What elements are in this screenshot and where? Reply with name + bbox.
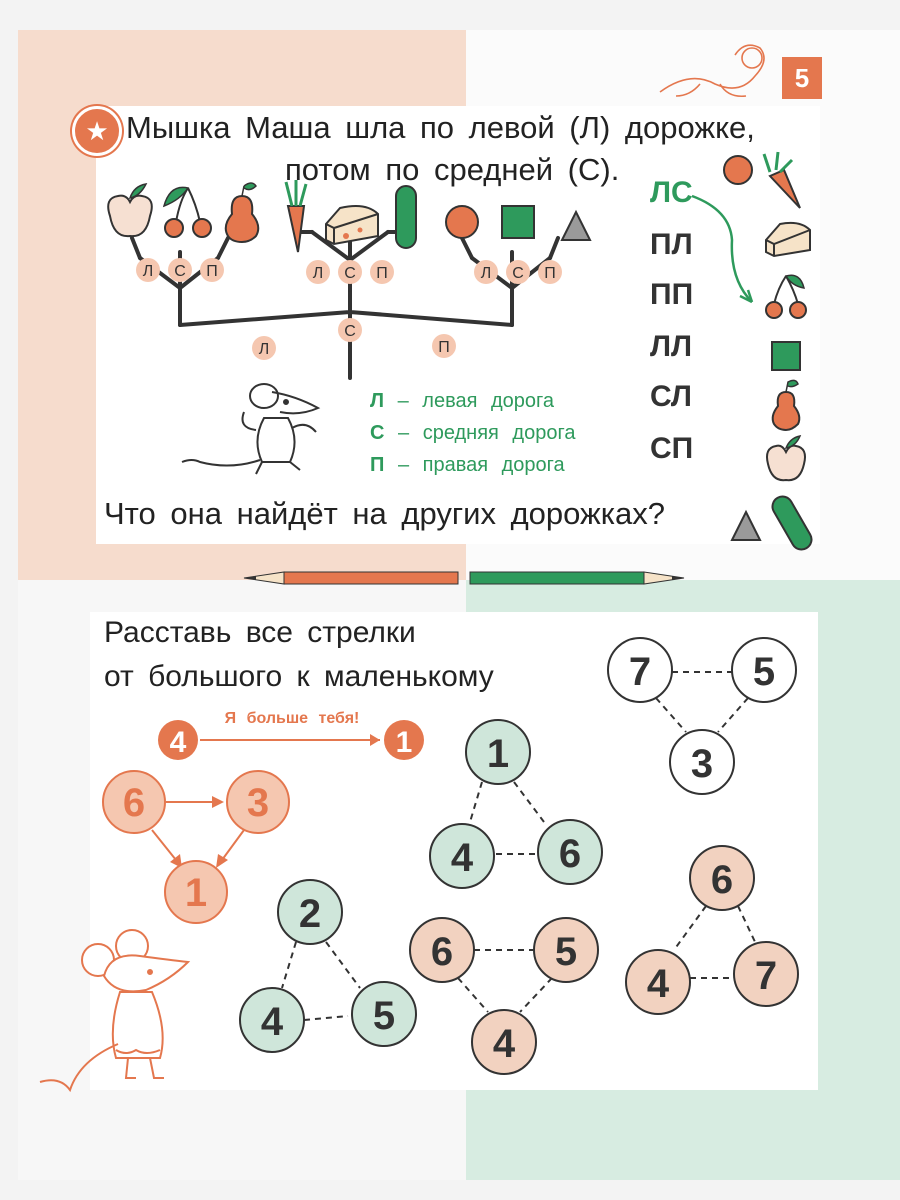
branch-label-p-main: П: [438, 339, 450, 356]
answer-cherry-icon: [765, 274, 807, 319]
answer-cheese-icon: [765, 221, 811, 258]
puzzle-peach-triangle-middle: 6 5 4: [409, 917, 599, 1075]
apple-icon: [107, 183, 153, 238]
branch-label-p-1: П: [206, 263, 218, 280]
svg-text:6: 6: [431, 930, 453, 974]
puzzle-green-triangle-left: 2 4 5: [239, 879, 417, 1053]
branch-label-c-2: С: [344, 265, 356, 282]
task1-question-line2: потом по средней (С).: [285, 152, 620, 187]
answer-triangle-icon: [730, 509, 762, 541]
svg-text:1: 1: [487, 732, 509, 776]
code-pl: ПЛ: [650, 228, 693, 261]
branch-label-l-main: Л: [259, 341, 270, 358]
branch-label-l-3: Л: [481, 265, 492, 282]
cherry-icon: [162, 186, 212, 238]
legend-right: П – правая дорога: [370, 454, 565, 476]
branch-label-l-1: Л: [143, 263, 154, 280]
branch-labels-group: Л С П Л С П Л С П Л С П: [136, 258, 562, 360]
svg-text:4: 4: [493, 1022, 516, 1066]
code-ls: ЛС: [650, 176, 693, 209]
answer-cucumber-icon: [771, 495, 813, 551]
cheese-icon: [325, 205, 379, 246]
pear-icon: [224, 182, 260, 244]
svg-text:6: 6: [123, 781, 145, 825]
answer-circle-icon: [723, 155, 753, 185]
mouse-standing-illustration: [39, 929, 191, 1093]
code-sp: СП: [650, 432, 694, 465]
branch-label-c-main: С: [344, 323, 356, 340]
code-pp: ПП: [650, 278, 694, 311]
branch-label-p-3: П: [544, 265, 556, 282]
code-ll: ЛЛ: [650, 330, 693, 363]
branch-label-c-3: С: [512, 265, 524, 282]
branch-label-l-2: Л: [313, 265, 324, 282]
example-pair: 4 Я больше тебя! 1: [158, 710, 424, 760]
svg-text:2: 2: [299, 892, 321, 936]
carrot-icon: [284, 180, 308, 253]
svg-text:3: 3: [691, 742, 713, 786]
answer-carrot-icon: [762, 151, 801, 209]
mouse-illustration: [181, 383, 321, 475]
pencils-divider: [243, 571, 685, 585]
svg-text:4: 4: [170, 726, 187, 759]
task1-question-bottom: Что она найдёт на других дорожках?: [104, 496, 666, 531]
example-caption: Я больше тебя!: [225, 710, 360, 727]
answer-apple-icon: [766, 434, 806, 482]
star-icon: ★: [72, 106, 122, 156]
svg-text:4: 4: [647, 962, 670, 1006]
task2-instruction-line1: Расставь все стрелки: [104, 616, 416, 649]
triangle-icon: [560, 209, 592, 241]
puzzle-green-triangle-top: 1 4 6: [429, 719, 603, 889]
svg-text:7: 7: [755, 954, 777, 998]
answer-square-icon: [771, 341, 801, 371]
puzzle-peach-triangle-right: 6 4 7: [625, 845, 799, 1015]
svg-text:4: 4: [261, 1000, 284, 1044]
task1-card: [96, 106, 820, 544]
puzzle-white-triangle: 7 5 3: [607, 637, 797, 795]
task1-question-line1: Мышка Маша шла по левой (Л) дорожке,: [126, 110, 755, 145]
example-triangle: 6 3 1: [102, 770, 290, 924]
svg-text:6: 6: [559, 832, 581, 876]
circle-icon: [445, 205, 479, 239]
svg-text:5: 5: [555, 930, 577, 974]
square-icon: [501, 205, 535, 239]
svg-text:6: 6: [711, 858, 733, 902]
svg-text:4: 4: [451, 836, 474, 880]
svg-text:5: 5: [753, 650, 775, 694]
svg-text:1: 1: [185, 871, 207, 915]
branch-label-c-1: С: [174, 263, 186, 280]
legend-left: Л – левая дорога: [370, 390, 555, 412]
cucumber-icon: [395, 185, 417, 249]
branch-label-p-2: П: [376, 265, 388, 282]
svg-text:1: 1: [396, 726, 413, 759]
page-number: 5: [782, 57, 822, 99]
svg-text:3: 3: [247, 781, 269, 825]
code-sl: СЛ: [650, 380, 692, 413]
svg-text:7: 7: [629, 650, 651, 694]
answer-arrow: [691, 194, 753, 303]
answer-pear-icon: [771, 379, 801, 432]
legend-center: С – средняя дорога: [370, 422, 576, 444]
task2-instruction-line2: от большого к маленькому: [104, 660, 494, 693]
svg-text:5: 5: [373, 994, 395, 1038]
